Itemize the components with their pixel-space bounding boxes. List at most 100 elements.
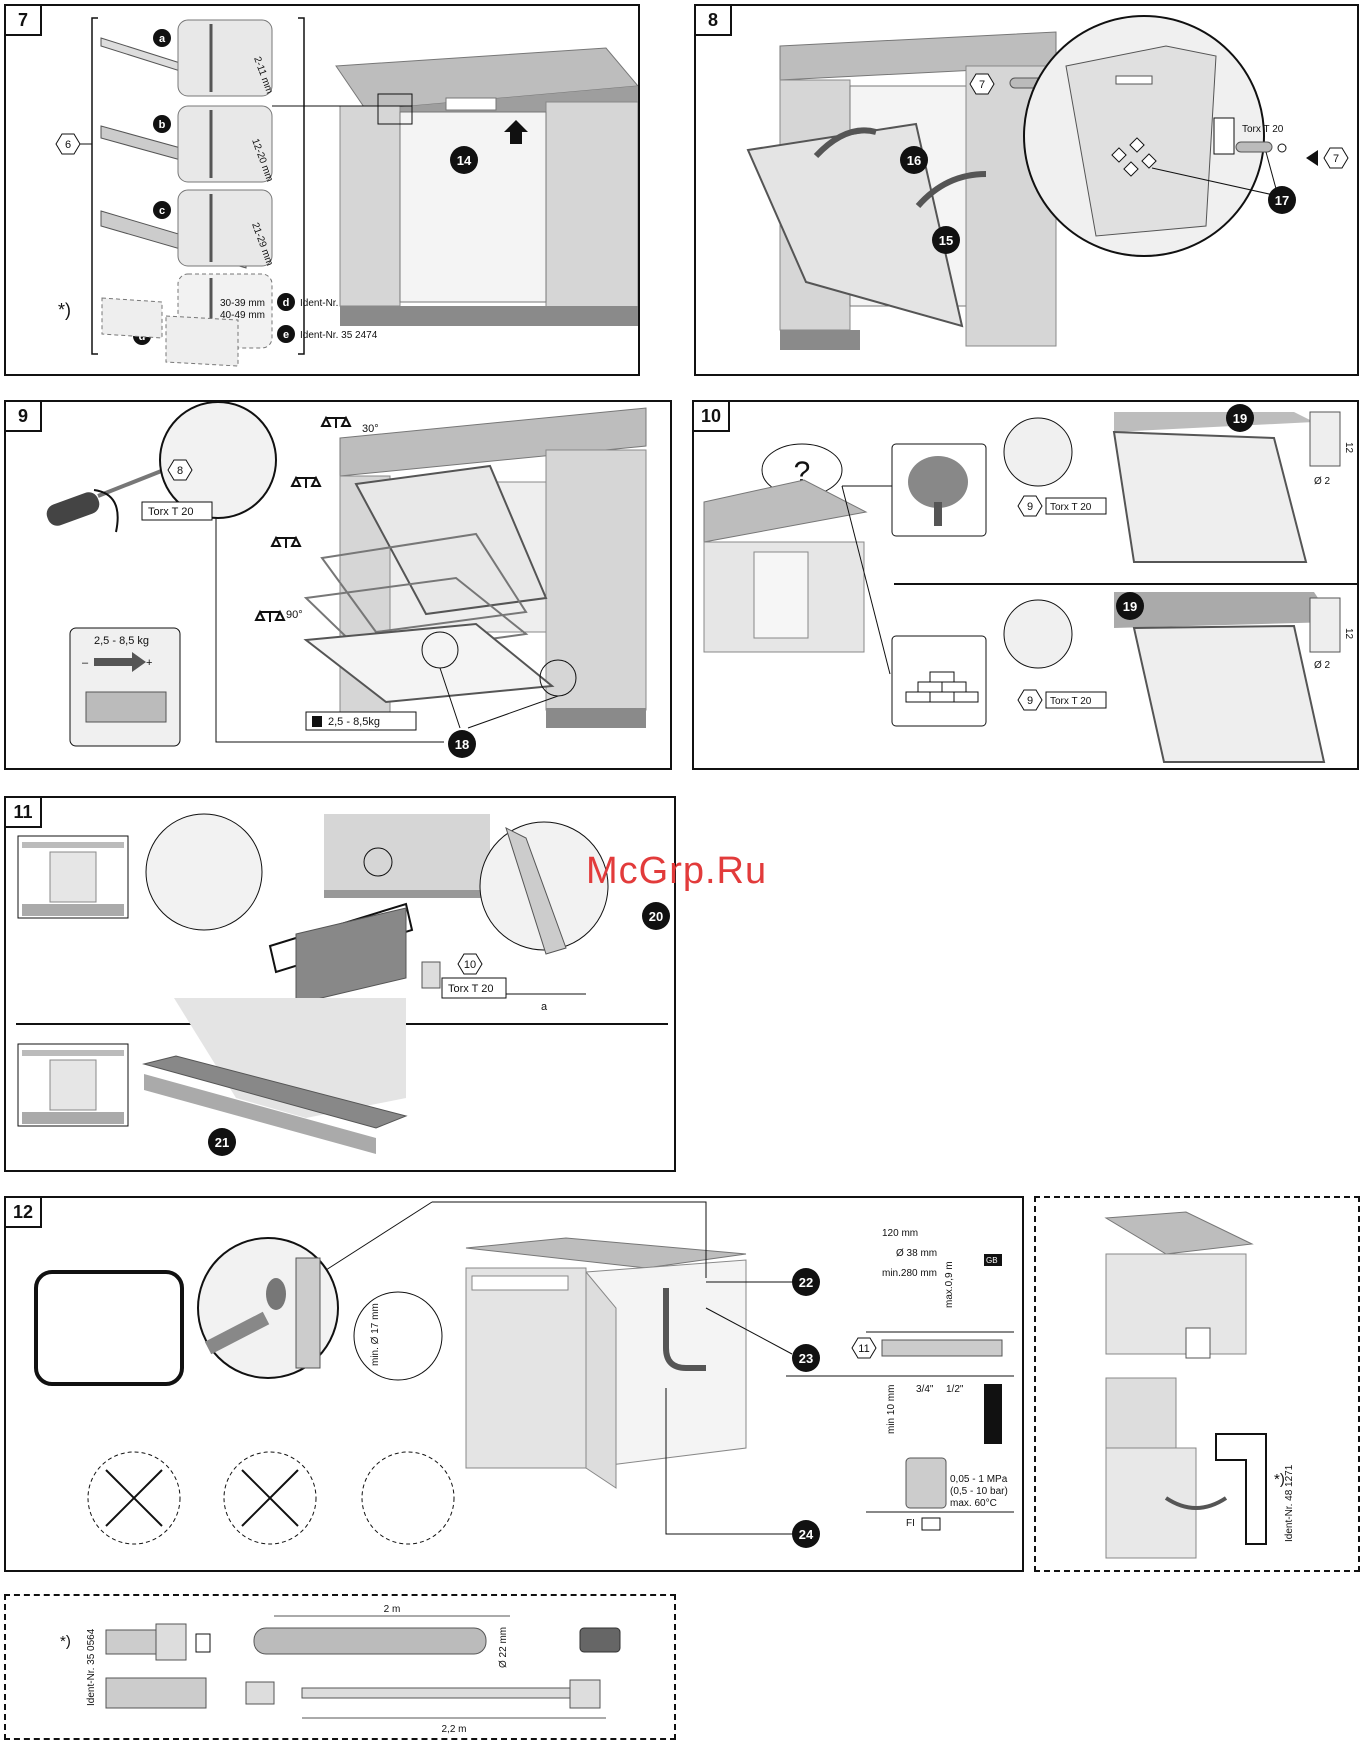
screw-right xyxy=(1235,141,1273,153)
ref-7-hexagon-right: 7 xyxy=(1323,147,1349,169)
inch-12: 1/2" xyxy=(946,1384,964,1395)
svg-text:20: 20 xyxy=(649,909,663,924)
torx-label: Torx T 20 xyxy=(448,983,493,995)
ok-circle-3 xyxy=(361,1451,455,1545)
length-22m: 2,2 m xyxy=(441,1724,466,1735)
fi-label: FI xyxy=(906,1518,915,1529)
panel-number: 10 xyxy=(694,402,730,432)
min-10: min 10 mm xyxy=(886,1385,897,1434)
detail-pipe xyxy=(353,1291,443,1381)
svg-text:6: 6 xyxy=(65,139,71,151)
bricks-icon xyxy=(905,671,979,703)
detail-magnifier xyxy=(159,402,277,519)
cabinet-corner xyxy=(1104,1211,1254,1359)
svg-text:c: c xyxy=(159,205,165,217)
min-diameter: min. Ø 17 mm xyxy=(370,1303,381,1366)
dishwasher-bottom xyxy=(1114,592,1334,763)
ref-7-hexagon: 7 xyxy=(969,73,995,95)
letter-a-badge: a xyxy=(153,29,171,47)
plus-sign: + xyxy=(146,657,152,669)
arrow-16 xyxy=(813,127,877,159)
arrow-16b xyxy=(915,171,987,209)
svg-text:18: 18 xyxy=(455,737,469,752)
letter-b-badge: b xyxy=(153,115,171,133)
step-19-bottom: 19 xyxy=(1116,592,1144,620)
torx-label: Torx T 20 xyxy=(148,506,193,518)
weight-label: 2,5 - 8,5kg xyxy=(328,716,380,728)
diameter-top: Ø 2 xyxy=(1314,476,1331,487)
ref-10-hexagon: 10 xyxy=(457,953,483,975)
step-23-badge: 23 xyxy=(792,1344,820,1372)
cabinet-drawing xyxy=(303,407,647,728)
ref-11-hexagon: 11 xyxy=(851,1337,877,1359)
panel-step-9: 9 8 Torx T 20 2,5 - 8,5 kg – + xyxy=(4,400,672,770)
kitchen-drawing xyxy=(703,479,868,653)
cabinet-drawing xyxy=(272,47,638,326)
svg-text:15: 15 xyxy=(939,233,953,248)
svg-text:19: 19 xyxy=(1123,599,1137,614)
step-20-badge: 20 xyxy=(642,902,670,930)
screwdriver-drawing xyxy=(46,464,175,533)
torx-box xyxy=(141,501,213,521)
svg-text:16: 16 xyxy=(907,153,921,168)
max-temp: max. 60°C xyxy=(950,1498,997,1509)
adjust-arrow xyxy=(94,652,146,672)
extension-hose xyxy=(253,1627,487,1655)
corner-detail xyxy=(1105,1377,1177,1449)
depth-top: 12 xyxy=(1343,442,1354,454)
bracket-right xyxy=(298,17,305,355)
diameter-22: Ø 22 mm xyxy=(498,1627,509,1668)
svg-text:24: 24 xyxy=(799,1527,814,1542)
panel-step-7: 7 6 2-11 mm 12-20 mm 21-29 mm 30-39 mm 4… xyxy=(4,4,640,376)
asterisk-note: *) xyxy=(60,1633,71,1650)
step-17-badge: 17 xyxy=(1268,186,1296,214)
coupler xyxy=(579,1627,621,1653)
weight-range: 2,5 - 8,5 kg xyxy=(94,635,149,647)
inch-34: 3/4" xyxy=(916,1384,934,1395)
cabinet-bottom xyxy=(142,998,408,1154)
base-detail xyxy=(1105,1447,1197,1559)
panel-side-illustration: *) Ident-Nr. 48 1271 xyxy=(1104,1211,1295,1559)
step-16-badge: 16 xyxy=(900,146,928,174)
clip-squares xyxy=(1111,137,1157,177)
svg-text:17: 17 xyxy=(1275,193,1289,208)
panel-12-illustration: min. Ø 17 mm 22 23 24 120 mm Ø xyxy=(34,1201,1014,1548)
svg-text:d: d xyxy=(139,331,146,343)
detail-magnifier xyxy=(145,813,263,931)
bracket-left xyxy=(91,17,98,355)
svg-text:9: 9 xyxy=(1027,695,1033,707)
step-18-badge: 18 xyxy=(448,730,476,758)
panel-10-illustration: ? 9 Torx T 20 9 Torx T 2 xyxy=(703,404,1357,763)
svg-text:e: e xyxy=(283,329,289,341)
ref-9-top: 9 xyxy=(1017,495,1043,517)
detail-magnifier-right xyxy=(479,821,609,951)
weight-icon xyxy=(312,716,322,727)
angle-30: 30° xyxy=(362,423,379,435)
ident-d: Ident-Nr. 35 2473 xyxy=(300,298,378,309)
panel-hose-illustration: *) Ident-Nr. 35 0564 2 m Ø 22 mm 2,2 m xyxy=(60,1604,621,1735)
detail-box-c xyxy=(177,189,273,267)
ident-e: Ident-Nr. 35 2474 xyxy=(300,330,378,341)
ident-hose: Ident-Nr. 35 0564 xyxy=(86,1628,97,1706)
panel-number: 9 xyxy=(6,402,42,432)
blank-box xyxy=(34,1270,184,1386)
pressure: 0,05 - 1 MPa xyxy=(950,1474,1008,1485)
torx-label: Torx T 20 xyxy=(1242,124,1284,135)
svg-text:9: 9 xyxy=(1027,501,1033,513)
panel-8-illustration: 16 15 7 Torx T 20 7 17 xyxy=(746,15,1349,350)
svg-text:7: 7 xyxy=(1333,153,1339,165)
svg-text:b: b xyxy=(159,119,166,131)
ref-9-bottom: 9 xyxy=(1017,689,1043,711)
svg-text:d: d xyxy=(283,297,290,309)
weight-box xyxy=(305,711,417,731)
svg-text:23: 23 xyxy=(799,1351,813,1366)
watermark: McGrp.Ru xyxy=(586,850,768,892)
panel-step-11: 11 21 10 Torx T 20 20 a xyxy=(4,796,676,1172)
step-14-badge: 14 xyxy=(450,146,478,174)
detail-box-b xyxy=(177,105,273,183)
balance-icons xyxy=(254,415,352,622)
pressure-bar: (0,5 - 10 bar) xyxy=(950,1486,1008,1497)
step-19-top: 19 xyxy=(1226,404,1254,432)
step-15-badge: 15 xyxy=(932,226,960,254)
tree-icon xyxy=(908,456,968,526)
